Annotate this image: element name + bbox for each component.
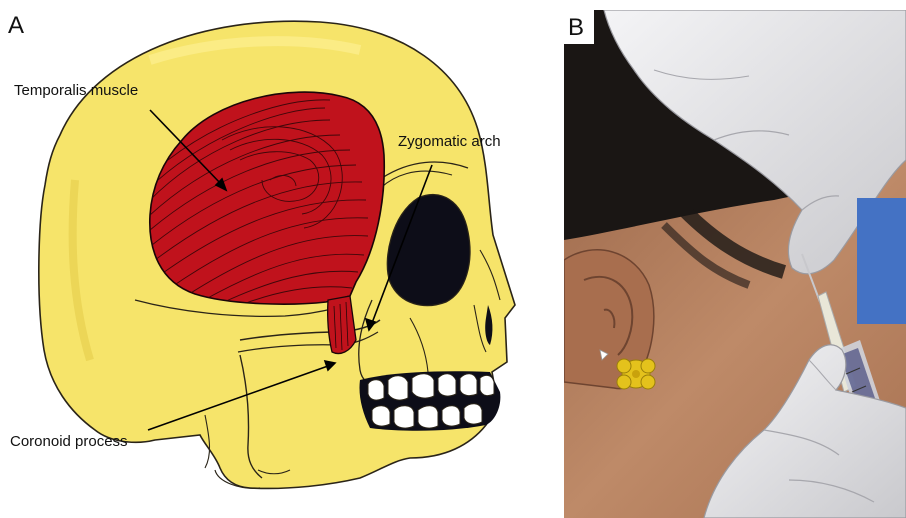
panel-a-skull-illustration: A Temporalis muscle Zygomatic arch Coron… [0,0,556,518]
panel-b-letter: B [568,16,584,40]
injection-photo [564,10,906,518]
zygomatic-arch-label: Zygomatic arch [398,134,501,149]
temporalis-muscle-label: Temporalis muscle [14,83,138,98]
coronoid-process-label: Coronoid process [10,434,128,449]
panel-a-letter: A [8,14,24,38]
blue-rectangle [857,198,906,324]
panel-b-photograph: B [564,10,906,518]
